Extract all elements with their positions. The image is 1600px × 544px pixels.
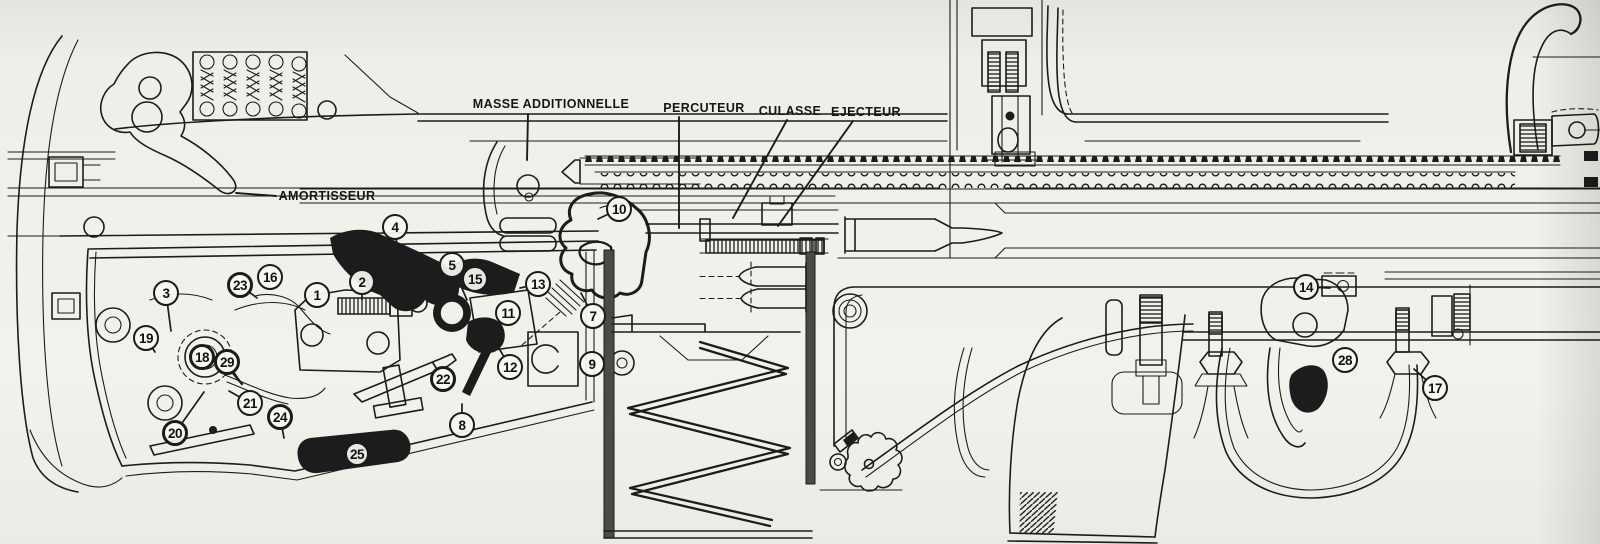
callout-28: 28 — [1332, 347, 1358, 373]
callout-18: 18 — [189, 344, 215, 370]
callout-11: 11 — [495, 300, 521, 326]
callout-12: 12 — [497, 354, 523, 380]
callout-25: 25 — [344, 441, 370, 467]
callout-14: 14 — [1293, 274, 1319, 300]
callout-1: 1 — [304, 282, 330, 308]
callout-15: 15 — [462, 266, 488, 292]
callout-13: 13 — [525, 271, 551, 297]
callout-24: 24 — [267, 404, 293, 430]
callout-23: 23 — [227, 272, 253, 298]
label-amortisseur: AMORTISSEUR — [278, 189, 376, 203]
callout-10: 10 — [606, 196, 632, 222]
label-culasse: CULASSE — [758, 104, 822, 118]
callout-19: 19 — [133, 325, 159, 351]
callout-5: 5 — [439, 252, 465, 278]
label-ejecteur: EJECTEUR — [831, 105, 901, 119]
callout-9: 9 — [579, 351, 605, 377]
callout-22: 22 — [430, 366, 456, 392]
callout-16: 16 — [257, 264, 283, 290]
callout-2: 2 — [349, 269, 375, 295]
callout-3: 3 — [153, 280, 179, 306]
callout-29: 29 — [214, 349, 240, 375]
label-percuteur: PERCUTEUR — [663, 101, 745, 115]
callout-20: 20 — [162, 420, 188, 446]
callout-8: 8 — [449, 412, 475, 438]
callout-7: 7 — [580, 303, 606, 329]
callout-4: 4 — [382, 214, 408, 240]
callout-21: 21 — [237, 390, 263, 416]
label-masse-additionnelle: MASSE ADDITIONNELLE — [472, 97, 630, 111]
callout-17: 17 — [1422, 375, 1448, 401]
